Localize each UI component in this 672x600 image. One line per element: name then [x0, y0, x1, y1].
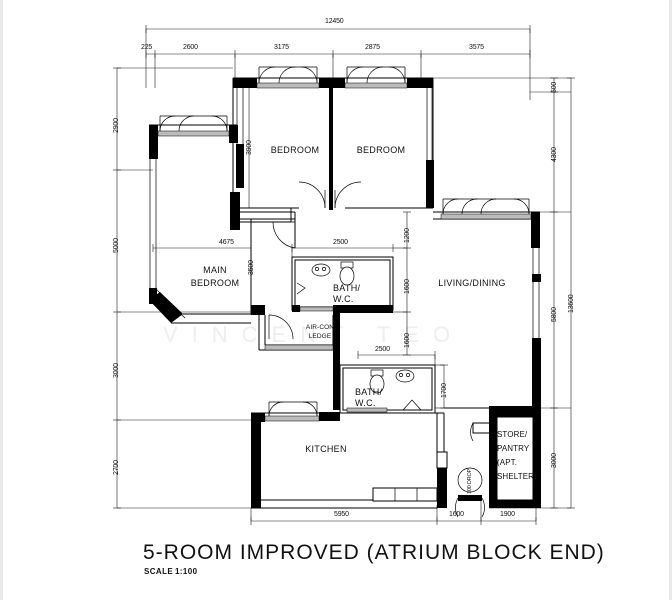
room-label-aircon-line1: AIR-CON [305, 324, 335, 331]
room-label-store-line3: (APT. [497, 458, 518, 467]
bedroom-block-walls [232, 66, 434, 223]
room-label-store-line2: PANTRY [497, 444, 530, 453]
dim-left-3000: 3000 [113, 363, 120, 378]
dim-left-2700: 2700 [113, 460, 120, 475]
bath-1 [291, 256, 394, 313]
room-label-bath-1-line1: BATH/ [333, 283, 361, 293]
room-label-store-line4: SHELTER) [497, 472, 537, 481]
room-label-bath-1-line2: W.C. [333, 294, 354, 304]
dim-bath2-depth: 1700 [441, 383, 448, 398]
dim-top-3175: 3175 [274, 44, 289, 51]
dim-top-3575: 3575 [469, 44, 484, 51]
dim-right-3000: 3000 [551, 453, 558, 468]
watermark-text: VINCENT TEO [163, 322, 465, 347]
plan-title: 5-ROOM IMPROVED (ATRIUM BLOCK END) [143, 541, 605, 564]
dim-main-bedroom-depth: 3500 [248, 260, 255, 275]
dim-left-5000: 5000 [113, 238, 120, 253]
dim-right-overall: 13600 [568, 294, 575, 313]
room-label-bath-2-line2: W.C. [355, 398, 376, 408]
dim-bedroom-depth: 3900 [246, 140, 253, 155]
left-dimension-lines [113, 67, 265, 509]
floor-plan-drawing: .w { fill:#000; stroke:none; } /* solid … [113, 25, 575, 525]
scale-value: 1:100 [175, 567, 198, 576]
dim-bottom-5950: 5950 [334, 511, 349, 518]
main-bedroom-door [271, 221, 296, 249]
dim-top-225: 225 [141, 44, 153, 51]
room-label-main-bedroom-line2: BEDROOM [190, 278, 240, 288]
drop-note: 100 DROP [467, 469, 473, 494]
scale-label: SCALE [144, 567, 174, 576]
dim-top-2600: 2600 [183, 44, 198, 51]
room-label-kitchen: KITCHEN [305, 444, 347, 454]
dim-left-2900: 2900 [113, 118, 120, 133]
service-shaft [333, 312, 340, 410]
dim-right-5800: 5800 [551, 307, 558, 322]
dim-top-overall: 12450 [325, 18, 344, 25]
dim-corridor: 1600 [404, 333, 411, 348]
kitchen [251, 401, 448, 509]
top-dimension-lines [145, 25, 531, 100]
living-dining [433, 198, 541, 415]
room-label-store-line1: STORE/ [497, 430, 528, 439]
room-label-aircon-line2: LEDGE [308, 333, 332, 340]
dim-bath1-width: 2500 [333, 239, 348, 246]
dim-living-offset: 1200 [404, 228, 411, 243]
interior-dimension-lines [152, 77, 448, 409]
dim-bottom-1600: 1600 [449, 511, 464, 518]
entrance-door [455, 467, 485, 518]
dim-bath2-width: 2500 [375, 346, 390, 353]
dim-main-bedroom-width: 4675 [219, 239, 234, 246]
room-label-bedroom-1: BEDROOM [270, 145, 320, 155]
room-label-bath-2-line1: BATH/ [355, 387, 383, 397]
misc-walls [340, 365, 444, 414]
room-label-main-bedroom-line1: MAIN [203, 265, 227, 275]
bottom-dimension-lines [250, 495, 537, 525]
right-dimension-lines [433, 77, 575, 509]
room-label-bedroom-2: BEDROOM [356, 145, 406, 155]
store-pantry [470, 408, 541, 508]
dim-right-4300: 4300 [551, 147, 558, 162]
dim-right-500: 500 [551, 81, 558, 93]
dim-bottom-1900: 1900 [500, 511, 515, 518]
main-bedroom-walls [149, 115, 296, 324]
room-label-living-dining: LIVING/DINING [438, 278, 506, 288]
dim-top-2875: 2875 [365, 44, 380, 51]
dim-bath1-depth: 1600 [404, 279, 411, 294]
